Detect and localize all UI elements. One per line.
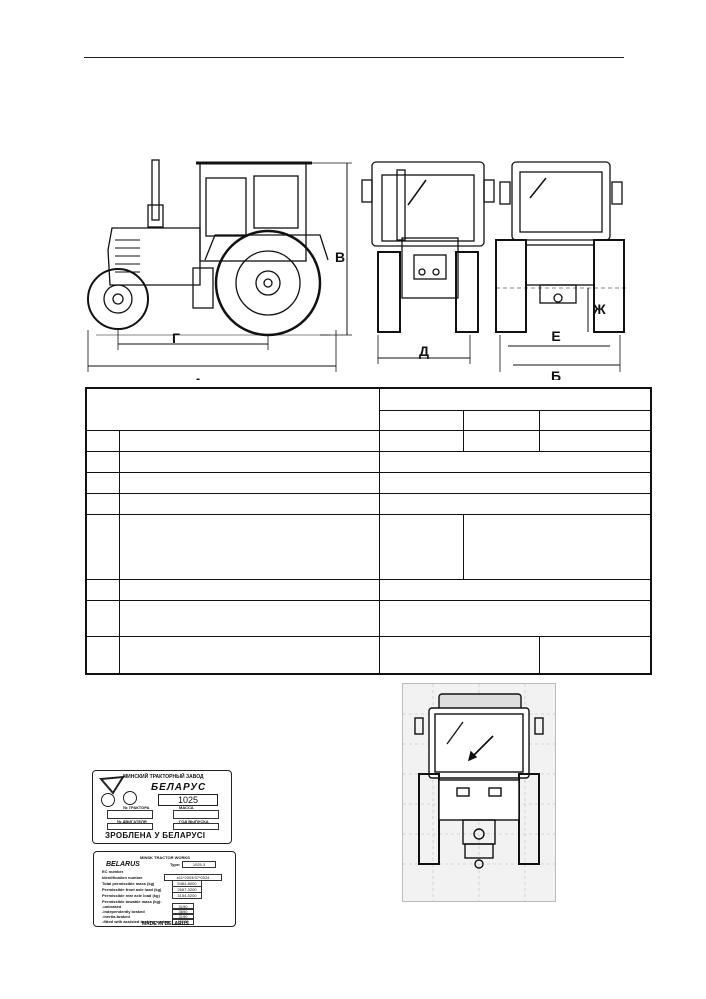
plate-en-front-axle-label: Permissible front axle load (kg) (102, 887, 162, 892)
side-front-wheel (87, 268, 149, 330)
plate-en-footer: MADE IN BELARUS (142, 921, 189, 927)
tractor-rear-illustration (403, 684, 555, 901)
table-header-param (85, 387, 380, 431)
rear-hitch (539, 284, 577, 304)
plate-en-brand: BELARUS (106, 861, 140, 868)
plate-ru-engine-no-label: № ДВИГАТЕЛЯ (117, 819, 147, 824)
plate-ru-year-label: ГОД ВЫПУСКА (179, 819, 209, 824)
table-row (85, 492, 652, 515)
plate-en-id-label: Identification number (102, 875, 143, 880)
dim-label-b: Б (551, 368, 561, 380)
plate-ru-brand: БЕЛАРУС (151, 782, 207, 793)
plate-en-inertia-value: 3190 (172, 913, 194, 920)
tractor-dimension-drawing: А Б В Г Д Е Ж (87, 159, 626, 380)
plate-en-header: MINSK TRACTOR WORKS (140, 855, 190, 860)
spec-table (85, 387, 652, 675)
certification-mark-icon (123, 791, 137, 805)
plate-ru-field (107, 823, 153, 830)
plate-en-inertia-label: -inertia-braked (102, 914, 130, 919)
plate-en-type-label: Type: (170, 862, 181, 867)
dim-label-zh: Ж (592, 301, 606, 317)
plate-en-ec-label: EC number (102, 869, 124, 874)
plate-en-assisted-value: 15000 (172, 918, 194, 925)
side-rear-wheel (214, 229, 322, 337)
table-row (85, 429, 652, 452)
plate-ru-field (173, 823, 219, 830)
rear-left-wheel (495, 239, 527, 333)
plate-ru-field (107, 810, 153, 819)
plate-ru-footer: ЗРОБЛЕНА У БЕЛАРУСІ (105, 831, 206, 840)
plate-en-total-mass-label: Total permissible mass (kg) (102, 881, 155, 886)
side-hood (107, 227, 201, 286)
table-row (85, 578, 652, 601)
plate-en-type-value: 1025.3 (182, 861, 216, 868)
table-row (85, 599, 652, 637)
plate-ru-tractor-no-label: № ТРАКТОРА (123, 805, 150, 810)
pct-mark-icon (101, 793, 115, 807)
rear-right-wheel (593, 239, 625, 333)
dim-label-d: Д (419, 343, 429, 359)
table-subheader (538, 409, 652, 431)
plate-ru-field (173, 810, 219, 819)
plate-en-rear-axle-label: Permissible rear axle load (kg) (102, 893, 160, 898)
table-header-values (378, 387, 652, 411)
dim-label-a: А (193, 375, 203, 380)
plate-en-independently-label: -independently braked (102, 909, 145, 914)
plate-en-assisted-label: -fitted with assisted braking system (102, 919, 170, 924)
plate-en-rear-axle-value: 3154-5200 (172, 892, 202, 899)
plate-en-towable-label: Permissible towable mass (kg): (102, 899, 162, 904)
front-cab (371, 161, 485, 247)
table-row (85, 513, 652, 580)
front-right-wheel (455, 251, 479, 333)
dim-label-e: Е (551, 328, 560, 344)
front-left-wheel (377, 251, 401, 333)
header-rule (84, 57, 624, 58)
plate-ru-model: 1025 (158, 794, 218, 806)
dim-label-v: В (335, 249, 345, 265)
table-row (85, 635, 652, 675)
plate-en-unbraked-value: 3190 (172, 903, 194, 910)
tractor-rear-photo (402, 683, 556, 902)
nameplate-en: MINSK TRACTOR WORKS BELARUS Type: 1025.3… (93, 851, 236, 927)
mtz-logo-icon (99, 775, 125, 795)
plate-ru-mass-label: МАССА (179, 805, 194, 810)
side-cab-door (205, 177, 247, 237)
front-grille (401, 237, 459, 299)
table-subheader (462, 409, 540, 431)
plate-en-independently-value: 3690 (172, 908, 194, 915)
table-subheader (378, 409, 464, 431)
exhaust-pipe (151, 159, 160, 221)
table-row (85, 450, 652, 473)
table-row (85, 471, 652, 494)
dim-label-g: Г (172, 330, 180, 346)
plate-en-unbraked-label: -unbraked (102, 904, 122, 909)
nameplate-ru: МИНСКИЙ ТРАКТОРНЫЙ ЗАВОД БЕЛАРУС 1025 № … (92, 770, 232, 844)
rear-cab (511, 161, 611, 241)
plate-ru-header: МИНСКИЙ ТРАКТОРНЫЙ ЗАВОД (123, 774, 204, 780)
side-cab-window (253, 175, 299, 229)
